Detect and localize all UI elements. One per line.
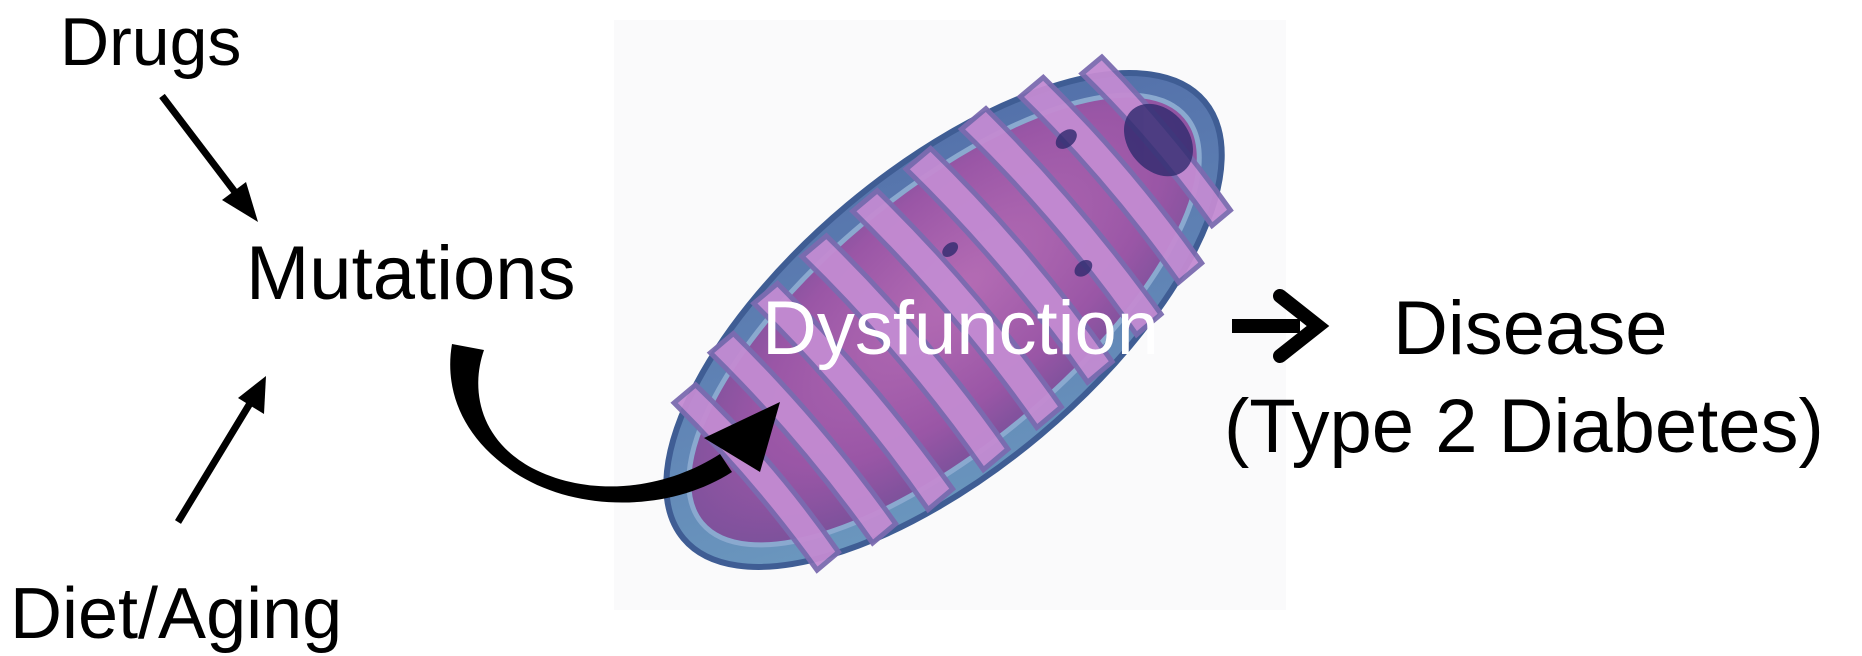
arrow-drugs-to-mutations	[162, 96, 258, 222]
arrow-diet-to-mutations	[178, 376, 266, 522]
diet-aging-label: Diet/Aging	[10, 578, 342, 650]
curved-arrow-mutations-to-dysfunction	[450, 344, 780, 503]
dysfunction-label: Dysfunction	[762, 291, 1159, 367]
mutations-label: Mutations	[246, 236, 576, 312]
drugs-label: Drugs	[60, 8, 241, 76]
disease-example-label: (Type 2 Diabetes)	[1224, 389, 1824, 465]
disease-label: Disease	[1393, 291, 1668, 367]
arrow-dysfunction-to-disease	[1232, 296, 1318, 356]
